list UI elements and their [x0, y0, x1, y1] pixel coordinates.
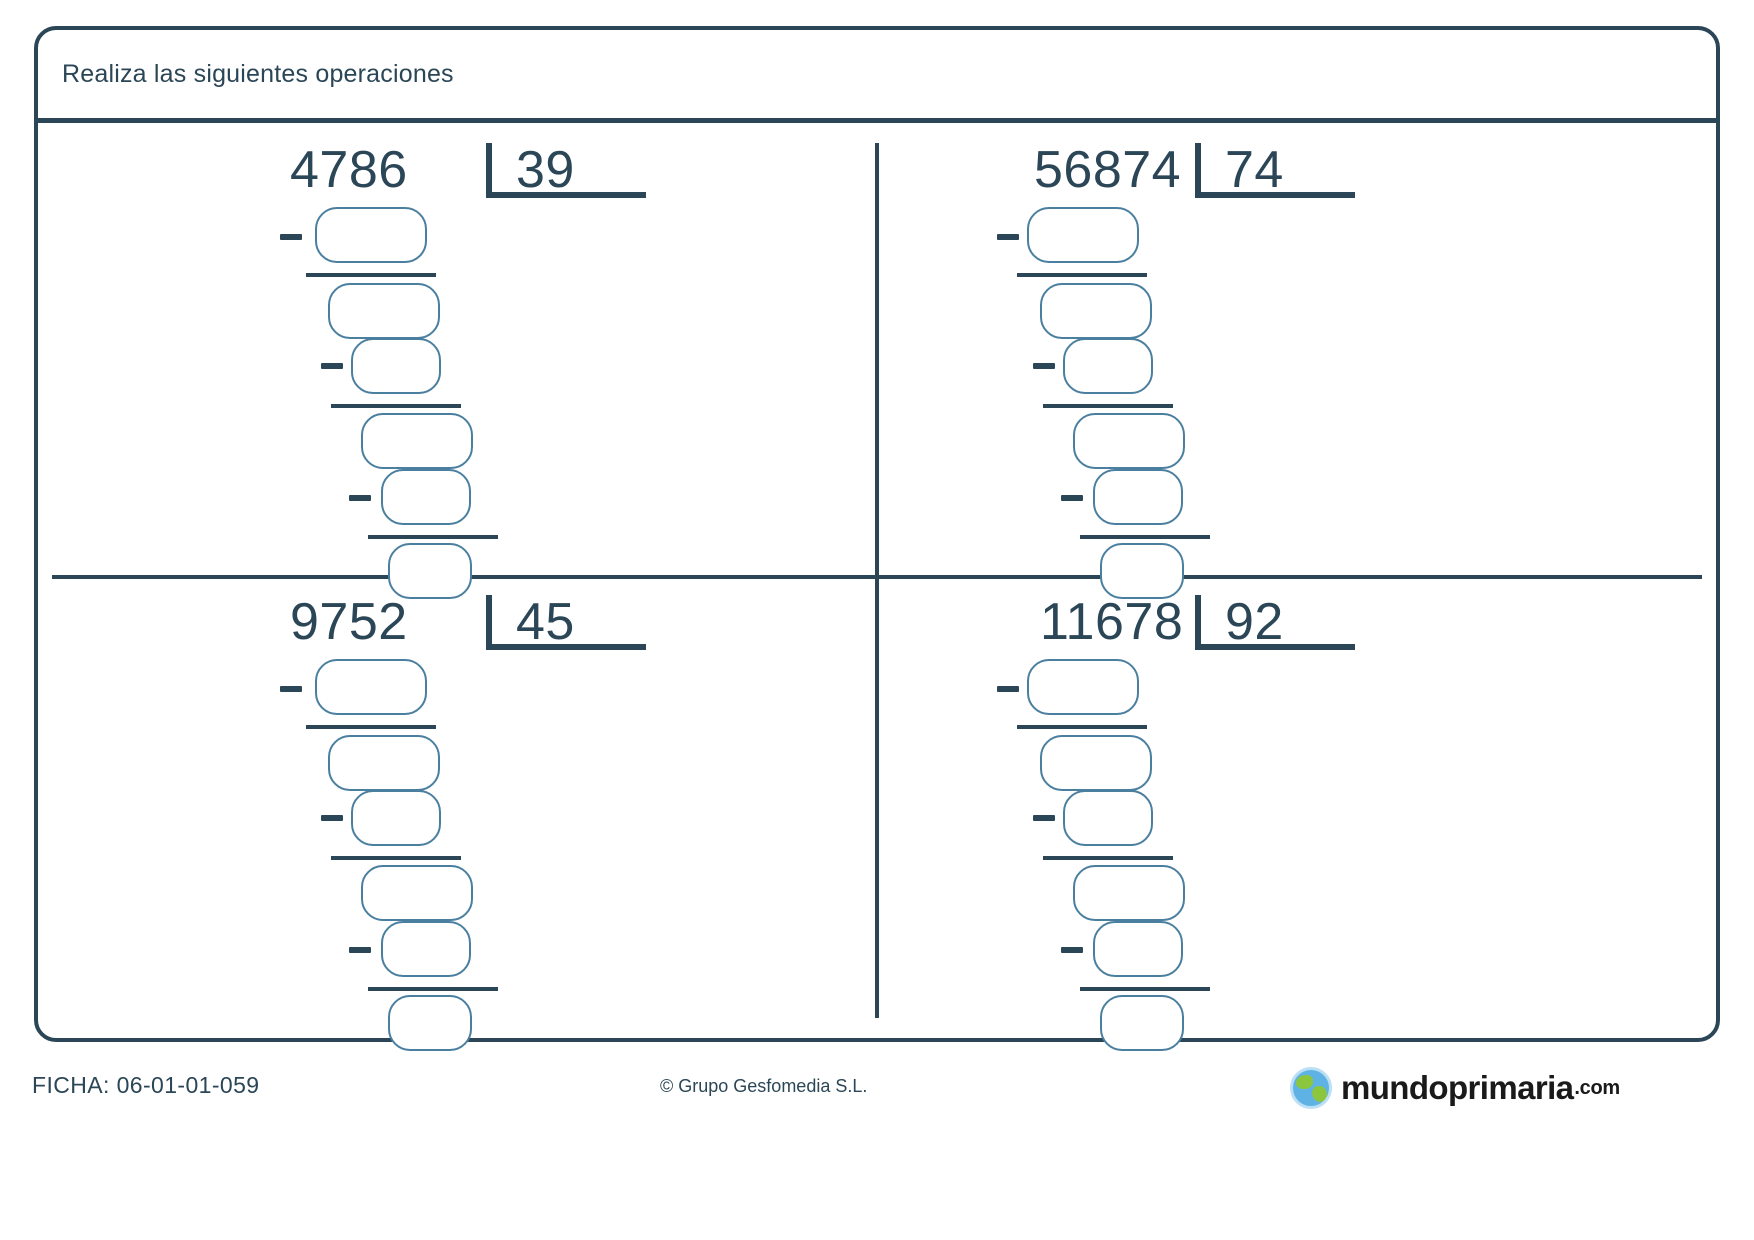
answer-box[interactable] [351, 338, 441, 394]
minus-sign [321, 363, 343, 369]
answer-box[interactable] [1093, 921, 1183, 977]
divisor-1: 39 [516, 141, 575, 199]
problem-4-head: 11678 92 [877, 593, 1716, 659]
step-rule [1043, 404, 1173, 408]
divisor-4: 92 [1225, 593, 1284, 651]
step-rule [1043, 856, 1173, 860]
logo-wordmark: mundoprimaria [1341, 1069, 1574, 1106]
minus-sign [1033, 363, 1055, 369]
answer-box[interactable] [351, 790, 441, 846]
step-rule [306, 273, 436, 277]
answer-box[interactable] [1040, 735, 1152, 791]
instruction-text: Realiza las siguientes operaciones [62, 59, 454, 88]
dividend-1: 4786 [290, 141, 408, 199]
step-rule [306, 725, 436, 729]
answer-box[interactable] [328, 735, 440, 791]
worksheet-header: Realiza las siguientes operaciones [38, 30, 1716, 118]
answer-box[interactable] [1100, 543, 1184, 599]
answer-box[interactable] [315, 659, 427, 715]
problem-3-head: 9752 45 [38, 593, 877, 659]
answer-box[interactable] [1027, 207, 1139, 263]
mundoprimaria-logo[interactable]: mundoprimaria .com [1290, 1064, 1620, 1112]
answer-box[interactable] [361, 865, 473, 921]
quadrant-bottom-right: 11678 92 [877, 575, 1716, 1051]
answer-box[interactable] [1093, 469, 1183, 525]
step-rule [331, 856, 461, 860]
division-bracket-1 [486, 143, 646, 198]
answer-box[interactable] [1063, 790, 1153, 846]
problem-2-head: 56874 74 [877, 141, 1716, 207]
dividend-2: 56874 [1034, 141, 1182, 199]
division-bracket-4 [1195, 595, 1355, 650]
worksheet-panel: Realiza las siguientes operaciones 4786 … [34, 26, 1720, 1051]
globe-icon [1290, 1067, 1332, 1109]
step-rule [1080, 987, 1210, 991]
dividend-4: 11678 [1040, 593, 1184, 651]
copyright-text: © Grupo Gesfomedia S.L. [660, 1076, 868, 1096]
minus-sign [321, 815, 343, 821]
horizontal-divider [52, 575, 1702, 579]
answer-box[interactable] [388, 995, 472, 1051]
step-rule [1017, 273, 1147, 277]
dividend-3: 9752 [290, 593, 408, 651]
division-bracket-3 [486, 595, 646, 650]
divisor-3: 45 [516, 593, 575, 651]
division-problem-4: 11678 92 [877, 575, 1716, 1051]
quadrant-bottom-left: 9752 45 [38, 575, 877, 1051]
answer-box[interactable] [1027, 659, 1139, 715]
quadrant-top-right: 56874 74 [877, 123, 1716, 599]
minus-sign [280, 234, 302, 240]
divisor-2: 74 [1225, 141, 1284, 199]
step-rule [368, 987, 498, 991]
division-problem-1: 4786 39 [38, 123, 877, 599]
answer-box[interactable] [1073, 865, 1185, 921]
minus-sign [997, 686, 1019, 692]
vertical-divider [875, 143, 879, 1018]
ficha-code: FICHA: 06-01-01-059 [32, 1072, 260, 1098]
page-footer: FICHA: 06-01-01-059 © Grupo Gesfomedia S… [0, 1058, 1754, 1128]
answer-box[interactable] [1100, 995, 1184, 1051]
step-rule [368, 535, 498, 539]
problem-grid: 4786 39 [38, 123, 1716, 1051]
division-problem-2: 56874 74 [877, 123, 1716, 599]
header-divider [38, 118, 1716, 123]
answer-box[interactable] [1063, 338, 1153, 394]
problem-1-head: 4786 39 [38, 141, 877, 207]
minus-sign [280, 686, 302, 692]
answer-box[interactable] [1073, 413, 1185, 469]
logo-tld: .com [1574, 1076, 1620, 1099]
minus-sign [1033, 815, 1055, 821]
answer-box[interactable] [361, 413, 473, 469]
minus-sign [997, 234, 1019, 240]
answer-box[interactable] [315, 207, 427, 263]
answer-box[interactable] [328, 283, 440, 339]
answer-box[interactable] [381, 921, 471, 977]
minus-sign [1061, 495, 1083, 501]
step-rule [1017, 725, 1147, 729]
step-rule [1080, 535, 1210, 539]
answer-box[interactable] [388, 543, 472, 599]
minus-sign [349, 495, 371, 501]
division-problem-3: 9752 45 [38, 575, 877, 1051]
answer-box[interactable] [381, 469, 471, 525]
quadrant-top-left: 4786 39 [38, 123, 877, 599]
step-rule [331, 404, 461, 408]
answer-box[interactable] [1040, 283, 1152, 339]
minus-sign [1061, 947, 1083, 953]
minus-sign [349, 947, 371, 953]
division-bracket-2 [1195, 143, 1355, 198]
